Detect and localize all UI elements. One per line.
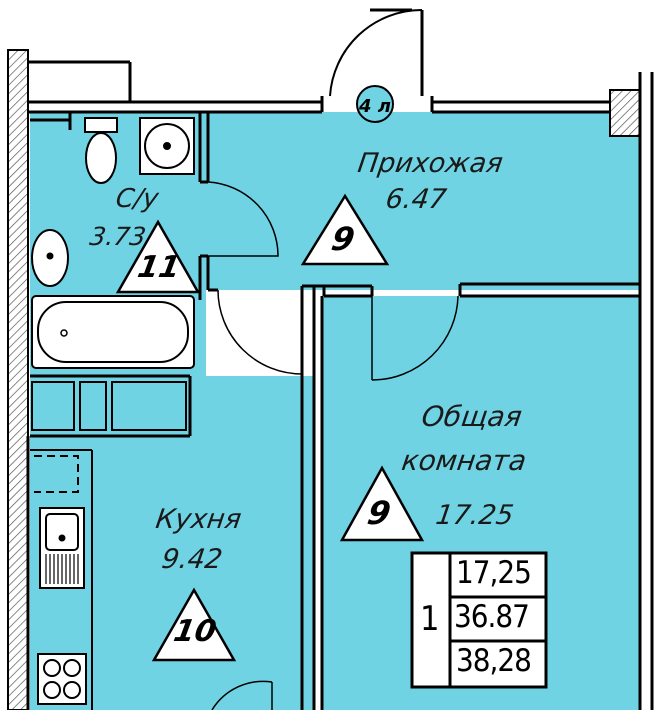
hall-area: 6.47	[383, 184, 449, 215]
kitchen-marker: 10	[170, 614, 219, 649]
kitchen-name: Кухня	[153, 504, 244, 535]
hall-fill	[205, 112, 639, 290]
kitchen-area: 9.42	[159, 544, 225, 575]
kitchen-door	[217, 289, 303, 375]
bathroom-marker-triangle	[115, 219, 201, 294]
hall-passage-fill	[190, 180, 210, 290]
right-column-hatched	[609, 89, 641, 137]
living-area: 17.25	[433, 500, 516, 531]
entrance-marker: 4 л	[358, 96, 391, 117]
living-door	[371, 295, 459, 381]
hall-name: Прихожая	[355, 148, 505, 179]
bathroom-door	[207, 181, 279, 257]
entrance-door	[329, 8, 424, 97]
rooms-count: 1	[420, 599, 439, 639]
bathroom-fixtures	[31, 117, 195, 369]
cabinets	[31, 381, 187, 431]
toilet-icon	[85, 132, 117, 184]
hall-marker-triangle	[300, 193, 390, 266]
summary-legend: 1 17,25 36.87 38,28	[412, 553, 546, 687]
bottom-door	[211, 680, 273, 710]
entrance-marker-circle	[356, 85, 394, 123]
kitchen-marker-triangle	[151, 587, 237, 662]
living-area-value: 17,25	[456, 555, 532, 591]
living-marker-triangle	[339, 465, 425, 542]
toilet-icon-tank	[84, 117, 118, 133]
stove-icon	[37, 653, 87, 705]
bathroom-marker: 11	[134, 250, 183, 285]
left-wall-hatched	[7, 49, 29, 710]
bathroom-name: С/у	[113, 184, 161, 214]
interior-doors	[207, 181, 459, 710]
total-with-balcony-value: 38,28	[456, 643, 532, 679]
summary-legend-frame	[410, 551, 548, 689]
living-name-line1: Общая	[419, 400, 525, 433]
total-area-value: 36.87	[454, 599, 530, 635]
kitchen-counter	[30, 449, 93, 710]
living-name-line2: комната	[399, 444, 529, 477]
walls	[26, 60, 654, 710]
bathroom-area: 3.73	[87, 222, 148, 251]
room-markers	[115, 193, 425, 662]
